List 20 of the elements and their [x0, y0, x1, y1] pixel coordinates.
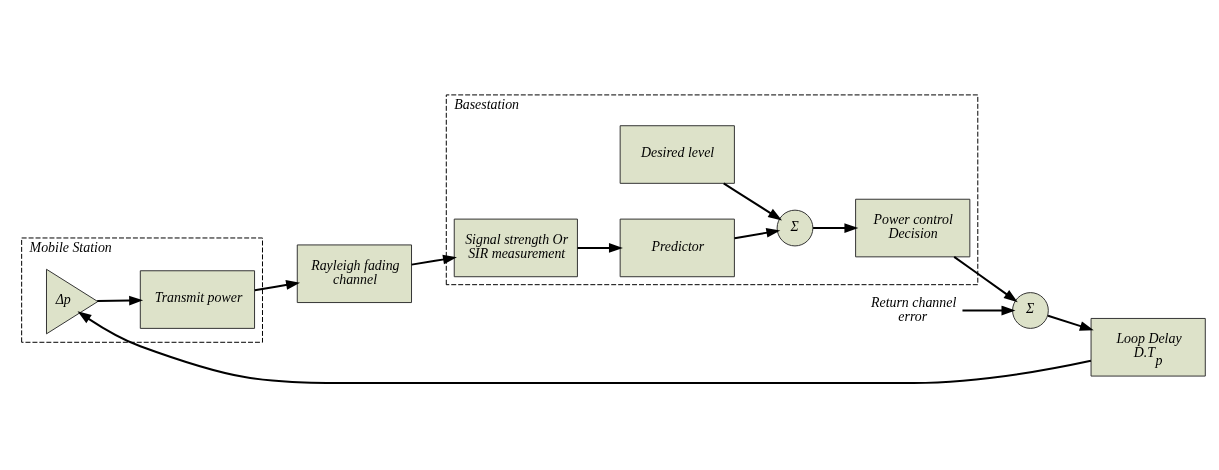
arrow: [733, 227, 781, 240]
arrow: [812, 223, 859, 233]
node-box: Transmit power: [139, 270, 256, 329]
arrow: [253, 280, 301, 292]
node-box: Rayleigh fading channel: [296, 244, 412, 304]
node-box: Power control Decision: [855, 198, 971, 258]
arrow: [953, 255, 1018, 303]
node-box: Desired level: [619, 125, 735, 184]
arrow: [1047, 314, 1094, 331]
arrow: [722, 182, 783, 221]
node-box: Predictor: [619, 218, 735, 278]
node-text: Return channel error: [870, 294, 957, 324]
node-circle: Σ: [776, 209, 814, 247]
arrow: [410, 254, 457, 266]
arrow: [96, 295, 144, 306]
arrow: [961, 305, 1016, 316]
arrow: [77, 311, 1092, 385]
node-box: Signal strength Or SIR measurement: [453, 218, 578, 278]
arrow: [576, 243, 623, 253]
node-circle: Σ: [1012, 292, 1049, 329]
